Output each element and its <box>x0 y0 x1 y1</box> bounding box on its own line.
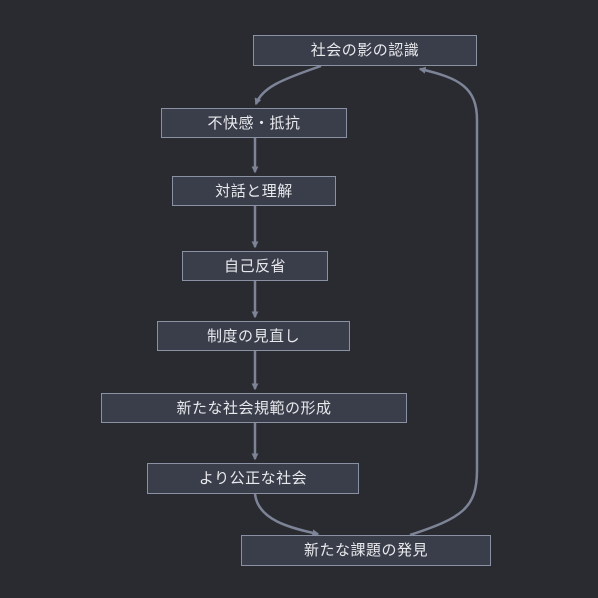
edge-n7-n8 <box>253 493 320 537</box>
node-fairer-society: より公正な社会 <box>147 463 359 494</box>
node-self-reflection: 自己反省 <box>182 251 328 281</box>
node-dialogue-understanding: 対話と理解 <box>172 176 336 206</box>
node-system-review: 制度の見直し <box>157 321 350 351</box>
edge-n1-n2 <box>254 64 322 106</box>
node-new-social-norms: 新たな社会規範の形成 <box>101 393 407 423</box>
edge-n8-n1 <box>409 66 479 537</box>
node-new-issues-discovery: 新たな課題の発見 <box>241 535 491 566</box>
node-discomfort-resistance: 不快感・抵抗 <box>161 108 347 138</box>
node-shadow-recognition: 社会の影の認識 <box>253 35 477 66</box>
